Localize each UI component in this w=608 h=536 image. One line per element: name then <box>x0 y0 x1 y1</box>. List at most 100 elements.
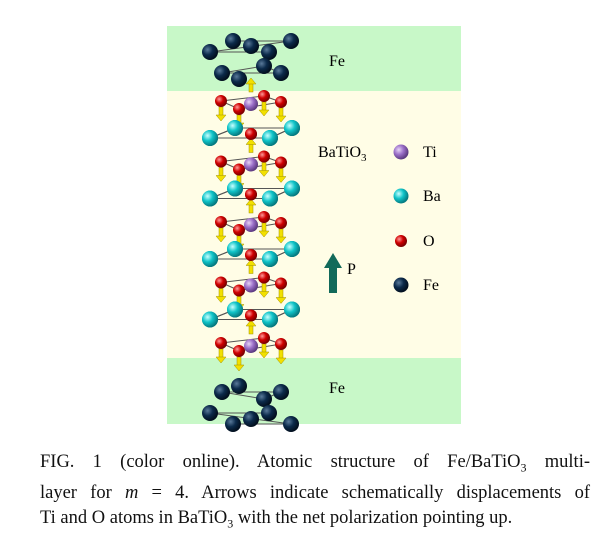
polarization-label: P <box>347 261 356 278</box>
fe-atom <box>261 405 277 421</box>
fe-atom <box>231 378 247 394</box>
displacement-arrow-head <box>233 364 245 372</box>
displacement-arrow <box>248 143 254 153</box>
ba-atom <box>262 311 278 328</box>
ti-atom <box>244 339 258 353</box>
displacement-arrow <box>278 168 284 178</box>
displacement-arrow-head <box>275 176 287 183</box>
legend-item-ti: Ti <box>393 144 437 161</box>
ba-atom <box>284 180 300 197</box>
fe-atom <box>243 411 259 427</box>
fe-bottom-label: Fe <box>329 380 345 397</box>
o-atom <box>275 338 287 350</box>
displacement-arrow-head <box>245 259 257 266</box>
displacement-arrow-head <box>275 115 287 123</box>
caption-line-1: FIG. 1 (color online). Atomic structure … <box>40 452 590 475</box>
bond-line <box>220 277 265 283</box>
displacement-arrow-head <box>245 319 257 327</box>
fe-atom <box>256 58 272 74</box>
ba-atom <box>202 130 218 146</box>
displacement-arrow <box>236 356 242 367</box>
o-atom <box>245 309 257 322</box>
displacement-arrow-head <box>258 230 270 238</box>
o-atom <box>245 128 257 140</box>
displacement-arrow-head <box>258 351 270 359</box>
ba-atom <box>202 251 218 267</box>
o-atom <box>258 150 270 163</box>
fe-atom <box>283 416 299 432</box>
displacement-arrow <box>218 348 224 359</box>
fe-atom <box>202 405 218 421</box>
ba-atom <box>227 241 243 257</box>
ba-atom <box>227 301 243 318</box>
atom-layers <box>202 33 300 432</box>
fe-atom <box>273 65 289 81</box>
ti-atom <box>244 278 258 293</box>
polarization-arrow-icon <box>324 253 342 293</box>
ba-atom <box>262 190 278 207</box>
caption-line-2: layer for m = 4. Arrows indicate schemat… <box>40 482 590 503</box>
legend-label: Ti <box>423 144 437 161</box>
fe-atom <box>225 33 241 49</box>
displacement-arrow-head <box>215 296 227 303</box>
legend-item-ba: Ba <box>393 188 441 205</box>
fe-atom <box>214 65 230 81</box>
fe-legend-icon <box>393 277 409 293</box>
displacement-arrow <box>261 283 267 293</box>
displacement-arrow <box>278 107 284 118</box>
displacement-arrow-head <box>245 77 257 85</box>
displacement-arrow <box>278 228 284 239</box>
ba-atom <box>262 251 278 267</box>
ti-atom <box>244 157 258 172</box>
displacement-arrow-head <box>245 198 257 206</box>
ti-atom <box>244 97 258 111</box>
o-atom <box>245 188 257 201</box>
ti-legend-icon <box>393 144 409 160</box>
o-atom <box>275 96 287 108</box>
o-atom <box>275 217 287 229</box>
displacement-arrow <box>218 167 224 177</box>
displacement-arrow-head <box>258 291 270 298</box>
o-atom <box>215 216 227 228</box>
displacement-arrow-head <box>215 235 227 243</box>
fe-top-label: Fe <box>329 53 345 70</box>
o-atom <box>215 337 227 349</box>
displacement-arrow <box>218 288 224 298</box>
displacement-arrow-head <box>275 357 287 365</box>
o-legend-icon <box>395 235 407 247</box>
displacement-arrow <box>248 203 254 214</box>
displacement-arrow <box>218 227 224 238</box>
ba-atom <box>202 311 218 328</box>
fe-region-top <box>167 26 461 91</box>
legend-item-o: O <box>395 233 435 250</box>
displacement-arrow <box>248 82 254 93</box>
bond-line <box>220 156 265 162</box>
ba-atom <box>227 120 243 136</box>
displacement-arrow <box>261 222 267 233</box>
bond-line <box>220 216 265 223</box>
o-atom <box>258 211 270 223</box>
displacement-arrow <box>218 106 224 117</box>
displacement-arrow <box>248 264 254 274</box>
fe-atom <box>231 71 247 87</box>
batio3-label: BaTiO3 <box>318 144 367 164</box>
o-atom <box>258 90 270 102</box>
o-atom <box>233 224 245 236</box>
ba-atom <box>284 241 300 257</box>
ba-atom <box>202 190 218 207</box>
legend-label: O <box>423 233 435 250</box>
displacement-arrow <box>278 349 284 360</box>
fe-atom <box>225 416 241 432</box>
figure-caption: FIG. 1 (color online). Atomic structure … <box>40 450 590 536</box>
displacement-arrow-head <box>258 170 270 177</box>
o-atom <box>275 156 287 169</box>
ba-legend-icon <box>393 188 409 204</box>
o-atom <box>215 155 227 168</box>
displacement-arrow-head <box>258 109 270 117</box>
o-atom <box>215 95 227 107</box>
bond-line <box>220 337 265 344</box>
o-atom <box>215 276 227 289</box>
ba-atom <box>227 180 243 197</box>
fe-atom <box>273 384 289 400</box>
